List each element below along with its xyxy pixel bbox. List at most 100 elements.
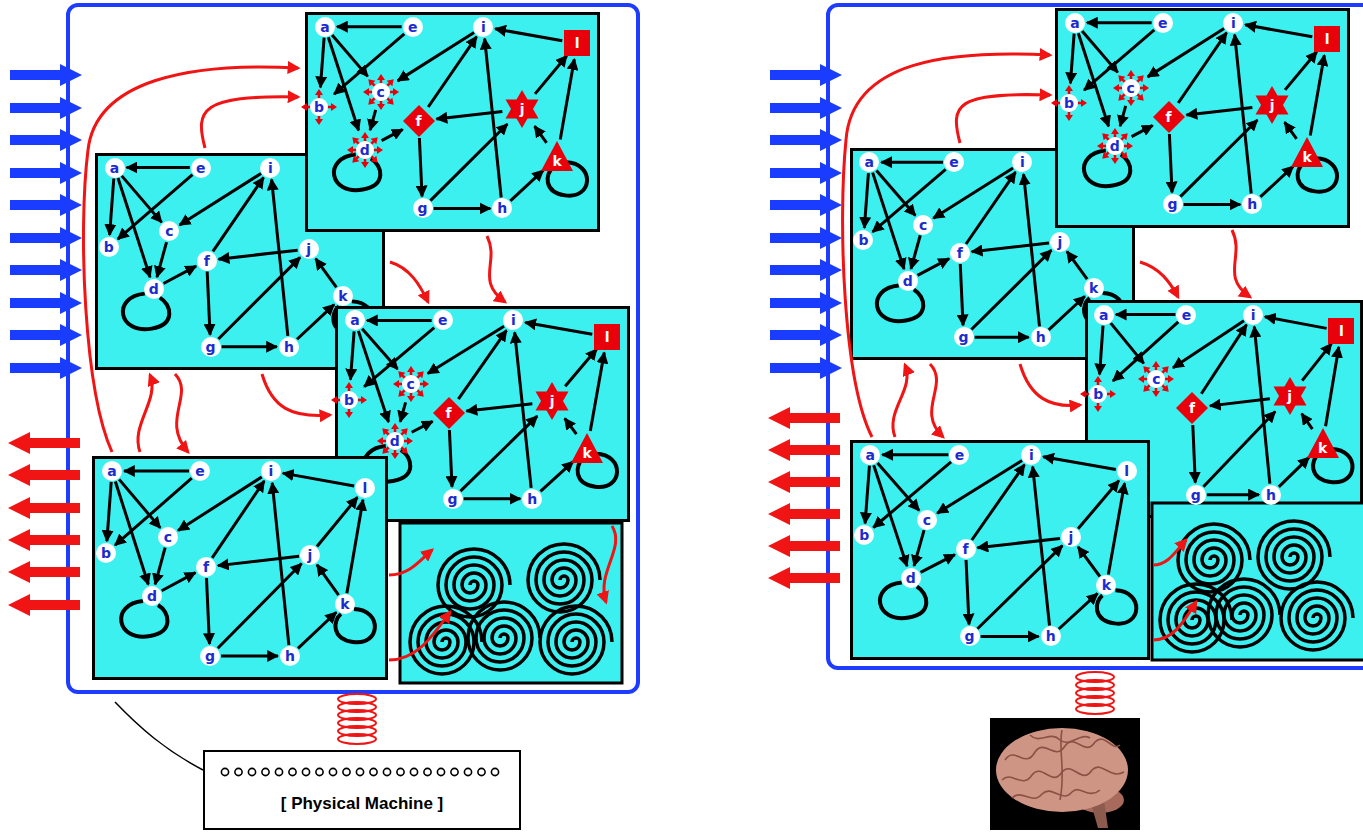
connector-layer (1055, 8, 1350, 228)
node-disc (1065, 13, 1085, 33)
activity-ray-head (363, 88, 369, 96)
module-link (138, 375, 152, 452)
graph-node: e (190, 461, 210, 481)
node-letter: k (1089, 281, 1098, 295)
node-letter: k (338, 289, 347, 303)
activity-ray-head (386, 97, 393, 104)
graph-arrow (337, 25, 402, 28)
node-disc (372, 83, 390, 101)
graph-arrow (495, 29, 562, 41)
input-arrow (770, 162, 842, 184)
active-diamond (403, 105, 435, 137)
module-link (201, 97, 298, 148)
activity-ray-head (1051, 99, 1057, 107)
node-letter: e (408, 20, 418, 34)
graph-arrow (283, 473, 354, 486)
machine-box: [ Physical Machine ] (203, 750, 521, 830)
input-arrow (10, 357, 82, 379)
graph-node: g (201, 337, 221, 357)
graph-arrow (1260, 166, 1293, 197)
graph-arrow (434, 207, 491, 210)
activity-ray-head (423, 380, 429, 388)
node-disc (492, 198, 512, 218)
activity-ray-head (377, 437, 383, 445)
graph-node: c (393, 366, 429, 402)
output-arrow (768, 567, 840, 589)
graph-arrow (535, 126, 547, 143)
activity-ray-head (382, 447, 389, 454)
node-disc (1122, 79, 1140, 97)
active-triangle (541, 141, 573, 171)
graph-node: c (158, 527, 178, 547)
graph-arrow (1201, 325, 1246, 394)
tangle-spiral (1160, 584, 1232, 652)
activity-ray-head (1065, 115, 1073, 121)
activity-ray-head (1111, 128, 1119, 134)
graph-node: c (159, 221, 179, 241)
node-letter: j (1069, 530, 1074, 544)
node-disc (859, 152, 879, 172)
node-letter: k (552, 154, 561, 168)
activity-ray-head (1127, 100, 1135, 106)
graph-arrow (364, 328, 434, 387)
node-letter: e (1158, 16, 1168, 30)
graph-arrow (1245, 25, 1312, 37)
graph-arrow (515, 332, 532, 488)
output-arrow (8, 529, 80, 551)
graph-node: k (570, 432, 604, 466)
node-letter: c (923, 513, 931, 527)
node-letter: d (903, 274, 913, 288)
node-letter: c (1127, 81, 1135, 95)
graph-node: f (1176, 392, 1208, 424)
node-letter: g (206, 340, 216, 354)
input-arrow (770, 357, 842, 379)
node-disc (403, 17, 423, 37)
implementation-spring (338, 694, 376, 744)
node-disc (190, 461, 210, 481)
graph-node: c (913, 215, 933, 235)
activity-ray-head (370, 155, 377, 162)
node-disc (853, 230, 873, 250)
graph-node: i (1243, 305, 1263, 325)
active-triangle (1307, 428, 1339, 458)
graph-node: i (1021, 445, 1041, 465)
graph-node: d (1097, 128, 1133, 164)
node-disc (280, 646, 300, 666)
pin-dot (397, 768, 404, 775)
node-disc (335, 594, 355, 614)
active-diamond (1153, 101, 1185, 133)
activity-ray-head (361, 162, 369, 168)
graph-node: k (335, 594, 355, 614)
node-disc (96, 543, 116, 563)
activity-ray-head (1102, 151, 1109, 158)
node-letter: i (1231, 16, 1236, 30)
node-letter: g (959, 330, 969, 344)
graph-arrow (1078, 33, 1108, 126)
activity-ray-head (345, 412, 353, 418)
graph-arrow (1084, 30, 1154, 90)
graph-arrow (878, 463, 920, 511)
node-letter: e (438, 313, 448, 327)
node-letter: k (1318, 441, 1327, 455)
graph-arrow (1067, 251, 1087, 279)
node-disc (333, 286, 353, 306)
node-letter: l (363, 481, 368, 495)
graph-arrow (485, 39, 502, 198)
node-letter: d (390, 434, 400, 448)
node-disc (898, 271, 918, 291)
active-triangle (1291, 137, 1323, 167)
node-letter: d (906, 571, 916, 585)
graph-arrow (1279, 457, 1309, 487)
graph-node: e (949, 445, 969, 465)
graph-node: e (1153, 13, 1173, 33)
activity-ray-head (377, 104, 385, 110)
node-disc (200, 646, 220, 666)
graph-node: l (1314, 26, 1340, 52)
graph-arrow (1113, 322, 1178, 381)
graph-node: j (1050, 232, 1070, 252)
graph-arrow (317, 497, 357, 546)
graph-arrow (1108, 483, 1124, 574)
graph-node: h (279, 337, 299, 357)
graph-arrow (1178, 33, 1226, 103)
activity-ray-head (391, 423, 399, 429)
